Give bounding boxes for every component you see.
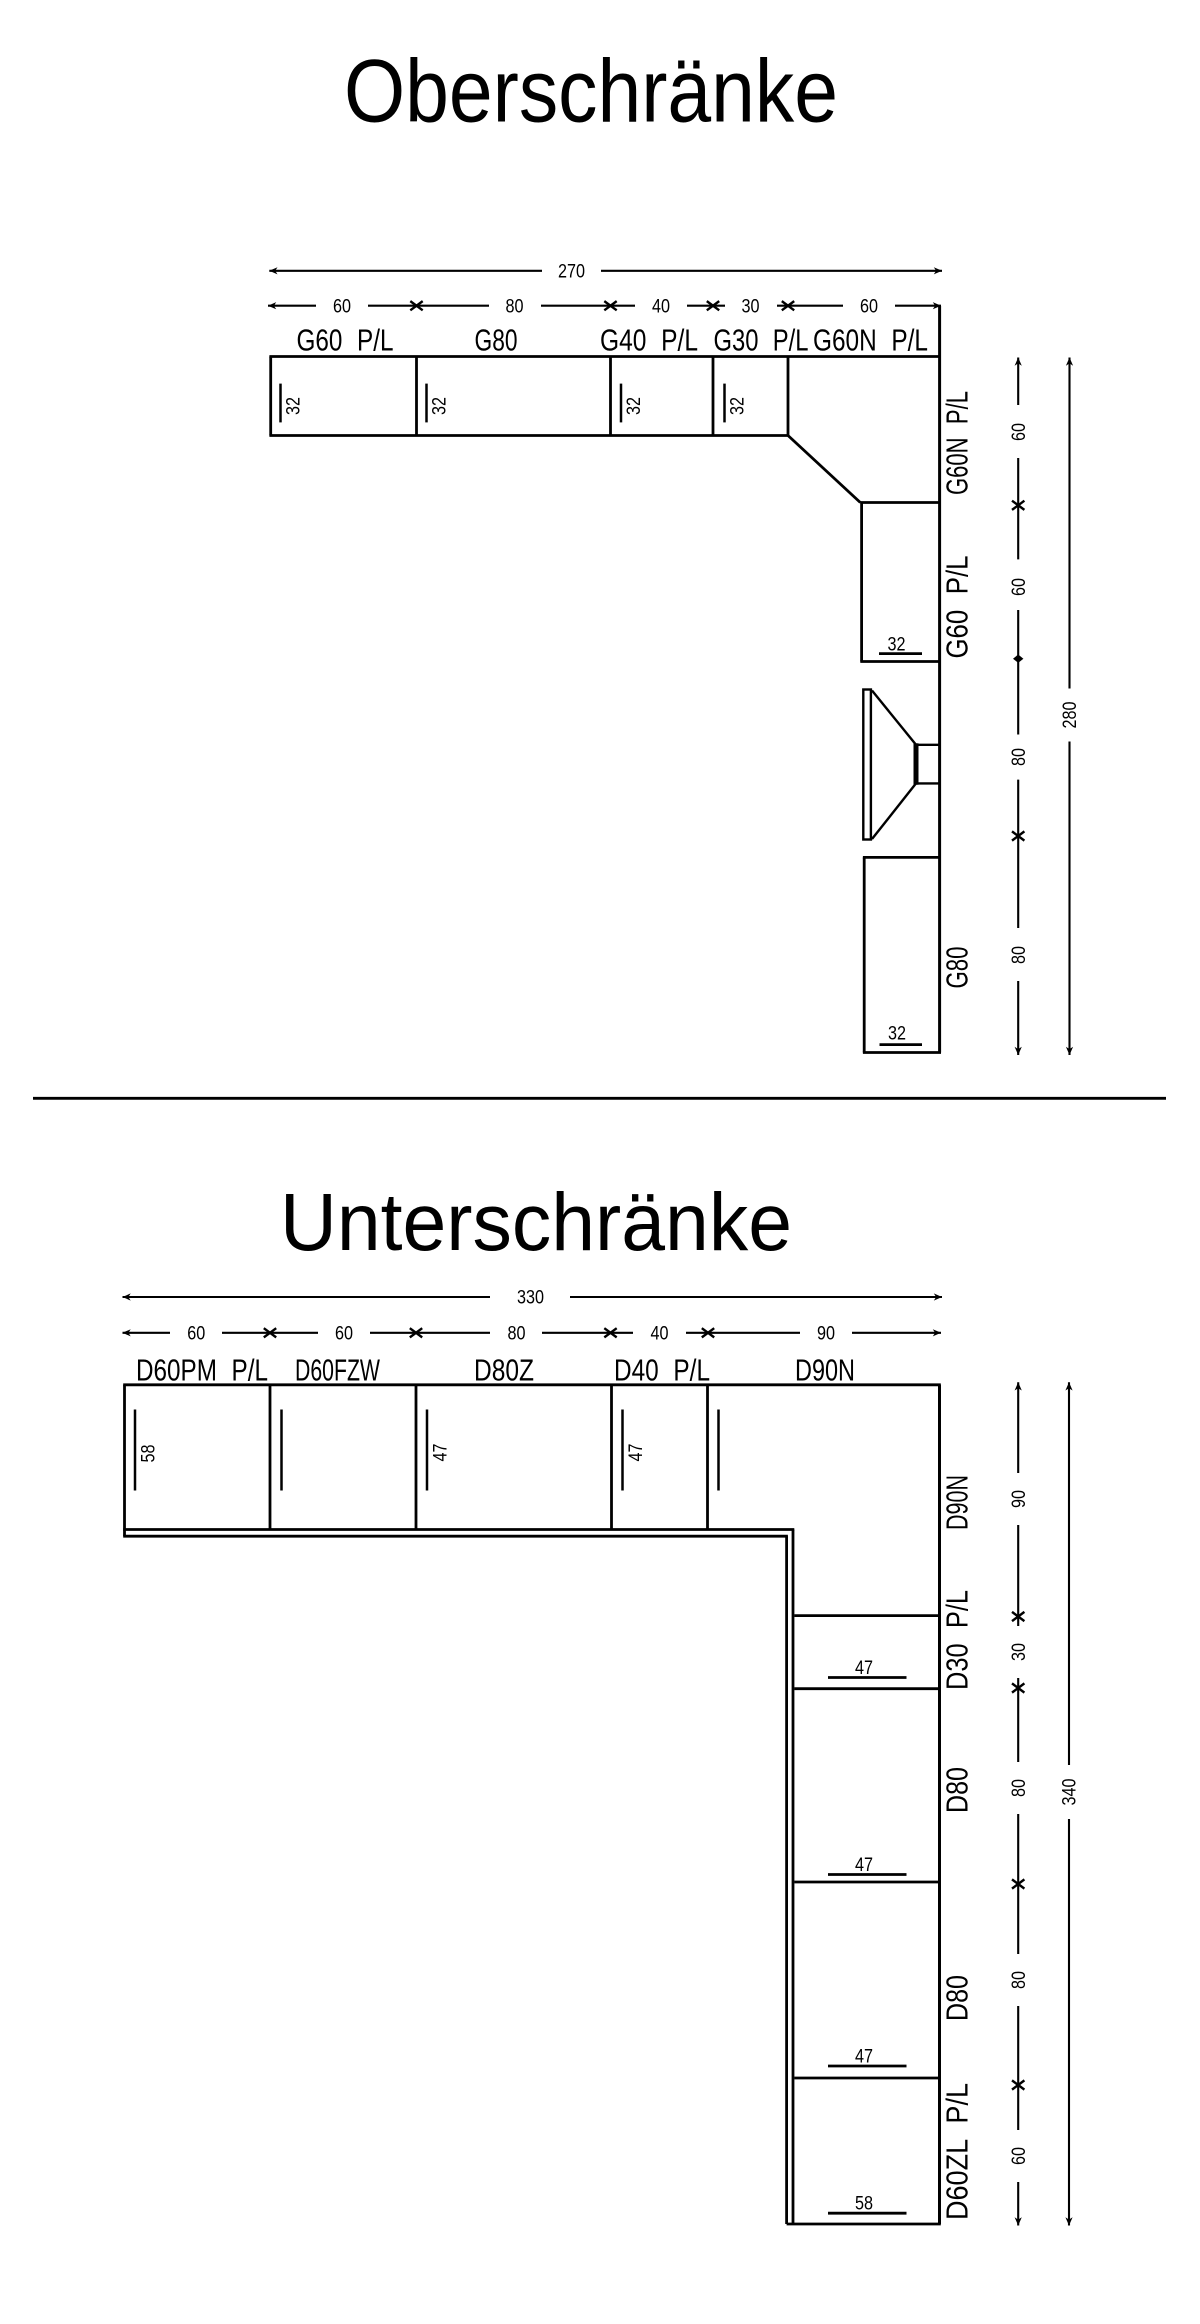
svg-text:D80: D80 [940, 1767, 975, 1813]
svg-text:60: 60 [1008, 423, 1030, 441]
svg-text:60: 60 [187, 1323, 205, 1345]
svg-text:40: 40 [652, 295, 670, 317]
svg-text:47: 47 [855, 1854, 873, 1876]
svg-text:90: 90 [817, 1323, 835, 1345]
svg-text:D30 P/L: D30 P/L [940, 1590, 975, 1690]
svg-text:32: 32 [283, 397, 305, 415]
svg-text:32: 32 [888, 634, 906, 656]
svg-text:30: 30 [742, 295, 760, 317]
svg-text:Unterschränke: Unterschränke [280, 1177, 792, 1268]
svg-text:G40 P/L: G40 P/L [600, 323, 698, 358]
svg-text:60: 60 [1008, 578, 1030, 596]
svg-text:D80: D80 [940, 1975, 975, 2021]
svg-text:90: 90 [1008, 1490, 1030, 1508]
svg-text:D90N: D90N [940, 1475, 975, 1530]
svg-text:47: 47 [855, 1657, 873, 1679]
svg-text:32: 32 [888, 1023, 906, 1045]
svg-text:340: 340 [1059, 1778, 1081, 1805]
svg-text:58: 58 [855, 2193, 873, 2215]
svg-text:80: 80 [1008, 748, 1030, 766]
svg-text:330: 330 [517, 1287, 544, 1309]
svg-text:60: 60 [333, 295, 351, 317]
svg-text:D40 P/L: D40 P/L [614, 1353, 710, 1388]
svg-text:47: 47 [855, 2046, 873, 2068]
svg-text:58: 58 [138, 1444, 160, 1462]
svg-text:G60N P/L: G60N P/L [940, 391, 975, 495]
svg-text:G60 P/L: G60 P/L [297, 323, 394, 358]
svg-text:47: 47 [625, 1444, 647, 1462]
svg-text:40: 40 [651, 1323, 669, 1345]
svg-text:D90N: D90N [795, 1353, 855, 1388]
svg-text:D60FZW: D60FZW [295, 1353, 380, 1388]
svg-text:32: 32 [429, 397, 451, 415]
svg-text:47: 47 [430, 1444, 452, 1462]
svg-text:G60N P/L: G60N P/L [813, 323, 928, 358]
svg-text:280: 280 [1059, 701, 1081, 728]
svg-text:D60PM P/L: D60PM P/L [136, 1353, 268, 1388]
svg-text:80: 80 [1008, 946, 1030, 964]
svg-text:270: 270 [558, 261, 585, 283]
svg-text:60: 60 [860, 295, 878, 317]
svg-text:G80: G80 [940, 947, 975, 989]
svg-text:60: 60 [1008, 2147, 1030, 2165]
svg-text:30: 30 [1008, 1643, 1030, 1661]
svg-text:G80: G80 [475, 323, 518, 358]
svg-text:D60ZL P/L: D60ZL P/L [940, 2083, 975, 2220]
svg-text:32: 32 [727, 397, 749, 415]
svg-text:80: 80 [506, 295, 524, 317]
svg-text:60: 60 [335, 1323, 353, 1345]
svg-text:80: 80 [1008, 1971, 1030, 1989]
svg-text:G60 P/L: G60 P/L [940, 556, 975, 659]
svg-text:G30 P/L: G30 P/L [714, 323, 809, 358]
svg-text:Oberschränke: Oberschränke [344, 41, 838, 141]
svg-text:32: 32 [623, 397, 645, 415]
svg-text:D80Z: D80Z [474, 1353, 534, 1388]
svg-text:80: 80 [508, 1323, 526, 1345]
svg-text:80: 80 [1008, 1779, 1030, 1797]
